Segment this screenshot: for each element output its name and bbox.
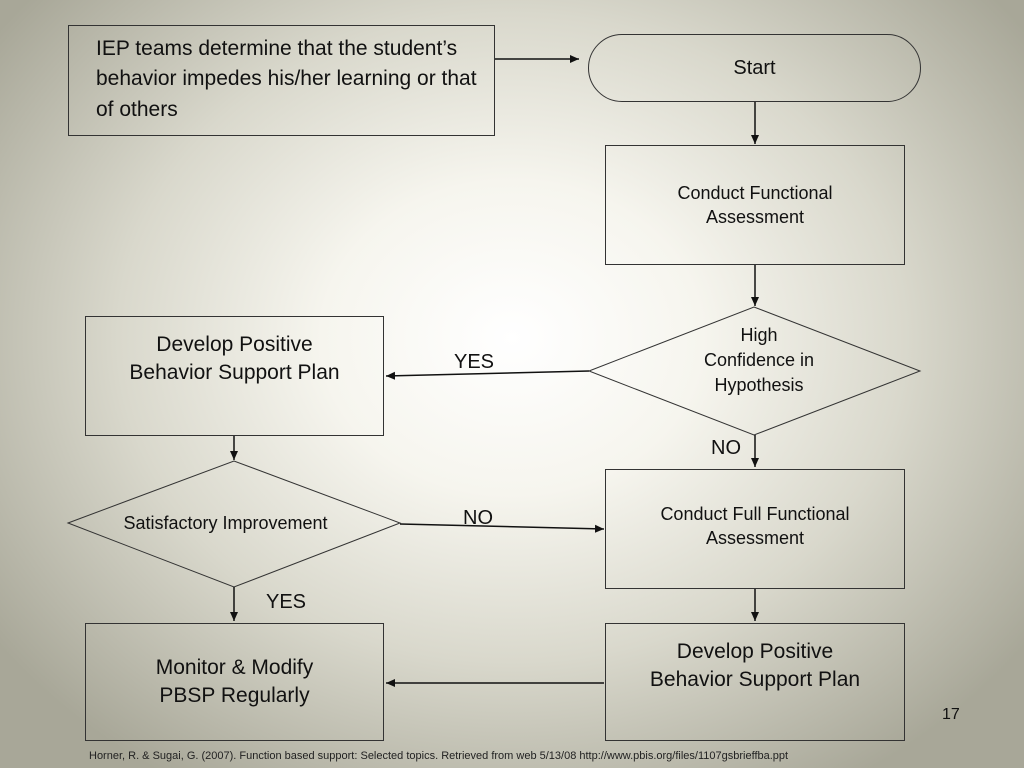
high-confidence-label: High Confidence in Hypothesis xyxy=(674,323,844,399)
develop-pbsp-left-label: Develop Positive Behavior Support Plan xyxy=(129,333,340,385)
develop-pbsp-right-box: Develop Positive Behavior Support Plan xyxy=(605,623,905,741)
edge-satisfactory-no xyxy=(399,523,605,533)
start-label: Start xyxy=(733,56,776,79)
iep-note-box: IEP teams determine that the student’s b… xyxy=(68,25,495,136)
satisfactory-no-label: NO xyxy=(463,507,493,529)
high-confidence-line-3: Hypothesis xyxy=(714,375,804,396)
conduct-fa-label: Conduct Functional Assessment xyxy=(677,182,833,227)
develop-pbsp-right-label: Develop Positive Behavior Support Plan xyxy=(649,640,861,692)
slide-number: 17 xyxy=(942,706,960,723)
high-confidence-line-2: Confidence in xyxy=(703,350,815,371)
decision-high-confidence-shape xyxy=(587,306,922,436)
develop-pbsp-left-box: Develop Positive Behavior Support Plan xyxy=(85,316,384,436)
high-confidence-line-1: High xyxy=(740,325,778,345)
confidence-yes-label: YES xyxy=(454,351,495,373)
monitor-label: Monitor & Modify PBSP Regularly xyxy=(155,655,314,707)
conduct-fa-box: Conduct Functional Assessment xyxy=(605,145,905,265)
decision-satisfactory-shape xyxy=(66,460,402,588)
edge-confidence-yes xyxy=(385,370,590,380)
monitor-box: Monitor & Modify PBSP Regularly xyxy=(85,623,384,741)
satisfactory-label: Satisfactory Improvement xyxy=(88,511,363,536)
iep-note-text: IEP teams determine that the student’s b… xyxy=(96,37,477,121)
confidence-no-label: NO xyxy=(711,437,741,459)
start-terminal: Start xyxy=(588,34,921,102)
conduct-full-fa-label: Conduct Full Functional Assessment xyxy=(660,504,850,549)
citation: Horner, R. & Sugai, G. (2007). Function … xyxy=(89,750,789,762)
satisfactory-yes-label: YES xyxy=(266,591,307,613)
conduct-full-fa-box: Conduct Full Functional Assessment xyxy=(605,469,905,589)
satisfactory-text: Satisfactory Improvement xyxy=(123,513,328,533)
